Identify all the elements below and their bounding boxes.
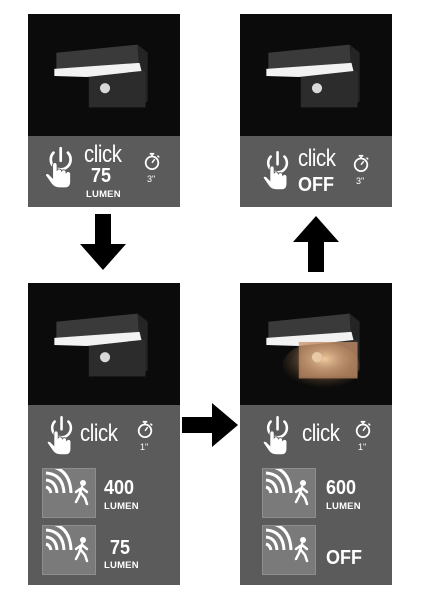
lamp-image (54, 44, 148, 108)
motion-lumen-unit: LUMEN (326, 501, 361, 512)
lumen-unit: LUMEN (86, 189, 121, 200)
motion-sensor-box (262, 468, 316, 518)
timer-value: 3" (147, 174, 156, 184)
motion-sensor-icon (263, 526, 315, 574)
lamp-photo (240, 14, 392, 136)
motion-lumen-unit: LUMEN (104, 501, 139, 512)
motion-sensor-icon (43, 469, 95, 517)
lamp-image (266, 44, 360, 108)
off-value: OFF (298, 174, 334, 196)
power-hand-icon (40, 146, 76, 190)
timer-value: 1" (140, 442, 149, 452)
arrow-up-icon (293, 216, 339, 272)
click-label: click (80, 420, 118, 447)
timer-value: 1" (358, 442, 367, 452)
click-label: click (302, 420, 340, 447)
arrow-down-icon (80, 214, 126, 270)
motion-sensor-box (42, 525, 96, 575)
stopwatch-icon (143, 151, 161, 171)
off-value: OFF (326, 547, 362, 569)
click-label: click (84, 141, 122, 168)
motion-sensor-box (42, 468, 96, 518)
click-label: click (298, 145, 336, 172)
lamp-image (54, 313, 148, 377)
panel-bottom-left: click 1" 400 LUMEN 75 LUMEN (28, 283, 180, 585)
timer-value: 3" (356, 176, 365, 186)
motion-lumen-value: 400 (104, 477, 135, 499)
motion-sensor-box (262, 525, 316, 575)
stopwatch-icon (354, 419, 372, 439)
motion-lumen-value: 600 (326, 477, 357, 499)
motion-sensor-icon (263, 469, 315, 517)
power-hand-icon (258, 415, 292, 457)
panel-top-left: click 75 LUMEN 3" (28, 14, 180, 207)
panel-top-right: click OFF 3" (240, 14, 392, 207)
panel-bottom-right: click 1" 600 LUMEN OFF (240, 283, 392, 585)
power-hand-icon (42, 415, 76, 457)
stopwatch-icon (352, 153, 370, 173)
motion-lumen-unit: LUMEN (104, 560, 139, 571)
stopwatch-icon (136, 419, 154, 439)
motion-lumen-value: 75 (110, 537, 131, 559)
arrow-right-icon (182, 403, 238, 447)
motion-sensor-icon (43, 526, 95, 574)
power-hand-icon (258, 150, 292, 192)
lamp-photo (28, 14, 180, 136)
lamp-photo (240, 283, 392, 405)
lumen-value: 75 (91, 165, 112, 187)
lamp-photo (28, 283, 180, 405)
lamp-image-lit (266, 313, 360, 391)
